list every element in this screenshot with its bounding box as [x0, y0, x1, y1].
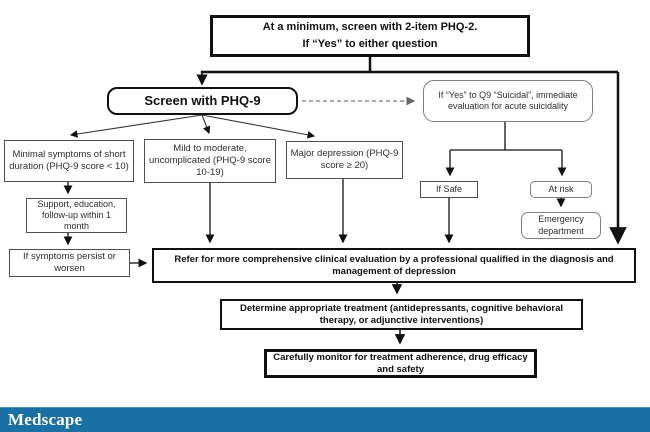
support-label: Support, education, follow-up within 1 m…	[37, 198, 116, 232]
node-emergency-department: Emergency department	[521, 212, 601, 239]
monitor-label: Carefully monitor for treatment adherenc…	[273, 351, 528, 375]
mild-label: Mild to moderate, uncomplicated (PHQ-9 s…	[149, 143, 271, 178]
if-safe-label: If Safe	[435, 183, 462, 194]
suicidal-label: If “Yes” to Q9 “Suicidal”, immediate eva…	[438, 89, 578, 111]
persist-label: If symptoms persist or worsen	[23, 251, 116, 274]
node-phq2-screen: At a minimum, screen with 2-item PHQ-2. …	[210, 15, 530, 57]
connector-phq9-fan	[69, 114, 316, 139]
phq2-line1: At a minimum, screen with 2-item PHQ-2.	[262, 20, 478, 33]
node-suicidal-evaluation: If “Yes” to Q9 “Suicidal”, immediate eva…	[423, 80, 593, 122]
node-major-depression: Major depression (PHQ-9 score ≥ 20)	[286, 141, 403, 179]
node-minimal-symptoms: Minimal symptoms of short duration (PHQ-…	[4, 140, 134, 182]
minimal-label: Minimal symptoms of short duration (PHQ-…	[9, 149, 129, 172]
emergency-label: Emergency department	[538, 214, 584, 236]
node-monitor-treatment: Carefully monitor for treatment adherenc…	[264, 349, 537, 378]
node-determine-treatment: Determine appropriate treatment (antidep…	[220, 299, 583, 330]
node-symptoms-persist: If symptoms persist or worsen	[9, 249, 130, 277]
connector-severity-to-refer	[205, 179, 348, 244]
medscape-logo[interactable]: Medscape	[8, 410, 83, 429]
phq9-label: Screen with PHQ-9	[144, 92, 261, 108]
node-at-risk: At risk	[530, 181, 592, 198]
node-if-safe: If Safe	[420, 181, 478, 198]
at-risk-label: At risk	[548, 183, 574, 194]
node-phq9-screen: Screen with PHQ-9	[107, 87, 298, 115]
node-mild-moderate: Mild to moderate, uncomplicated (PHQ-9 s…	[144, 139, 276, 183]
major-label: Major depression (PHQ-9 score ≥ 20)	[290, 148, 399, 171]
phq2-line2: If “Yes” to either question	[302, 38, 438, 50]
node-support-education: Support, education, follow-up within 1 m…	[26, 198, 127, 233]
node-refer-evaluation: Refer for more comprehensive clinical ev…	[152, 248, 636, 283]
medscape-brand-bar: Medscape	[0, 407, 650, 432]
refer-label: Refer for more comprehensive clinical ev…	[174, 253, 614, 277]
determine-label: Determine appropriate treatment (antidep…	[239, 302, 564, 326]
